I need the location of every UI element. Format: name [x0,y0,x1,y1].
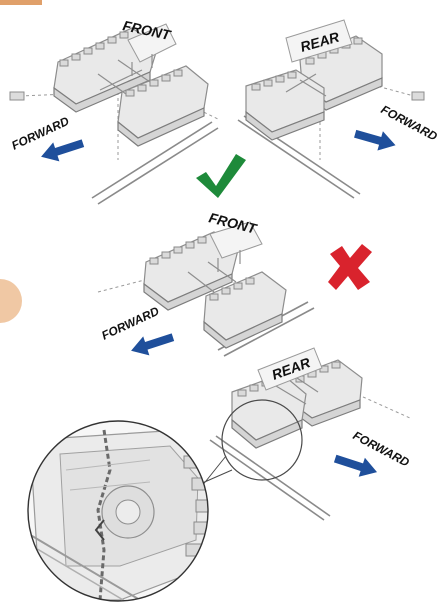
page-dot [0,279,22,323]
rear-track-assembly-incorrect [209,347,411,521]
page-tab-accent [0,0,42,5]
front-track-assembly-incorrect [97,221,315,357]
callout-connector [199,455,233,487]
forward-arrow-correct-rear [354,129,396,151]
check-mark-icon [196,154,246,198]
x-mark-icon [328,244,372,290]
rear-track-assembly-correct [237,19,425,199]
forward-arrow-correct-front [41,139,85,162]
forward-arrow-incorrect-rear [333,454,378,477]
forward-label-incorrect-front: FORWARD [99,304,161,343]
forward-arrow-incorrect-front [131,333,175,356]
detail-callout-circle [221,399,303,481]
front-track-assembly-correct [9,23,221,205]
zoom-detail-view [27,420,209,602]
